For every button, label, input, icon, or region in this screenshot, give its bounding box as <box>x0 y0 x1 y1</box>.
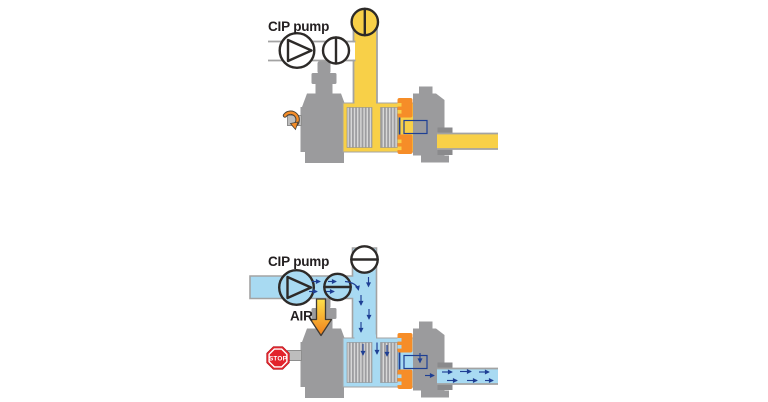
inline-valve-closed-icon <box>321 36 351 65</box>
stop-sign-label: STOP <box>269 355 288 362</box>
flow-arrows <box>309 277 494 383</box>
cip-pump-label-bottom: CIP pump <box>268 254 329 269</box>
air-injection-arrow-icon <box>309 298 333 337</box>
riser-valve-open-icon <box>350 7 380 37</box>
cip-pump-symbol-icon <box>278 269 316 307</box>
diagram-cip-run: STOP CIP pump AIR <box>249 245 499 399</box>
inline-valve-open-icon <box>323 272 352 302</box>
cip-pump-label-top: CIP pump <box>268 19 329 34</box>
product-riser-pipe <box>352 22 378 107</box>
cip-pump-symbol-icon <box>278 32 316 69</box>
riser-valve-closed-icon <box>350 245 379 274</box>
stop-sign-icon: STOP <box>266 346 290 370</box>
diagram-product-run: CIP pump <box>268 7 499 164</box>
shaft-rotation-arrow-icon <box>282 110 300 131</box>
air-label: AIR <box>290 309 313 324</box>
